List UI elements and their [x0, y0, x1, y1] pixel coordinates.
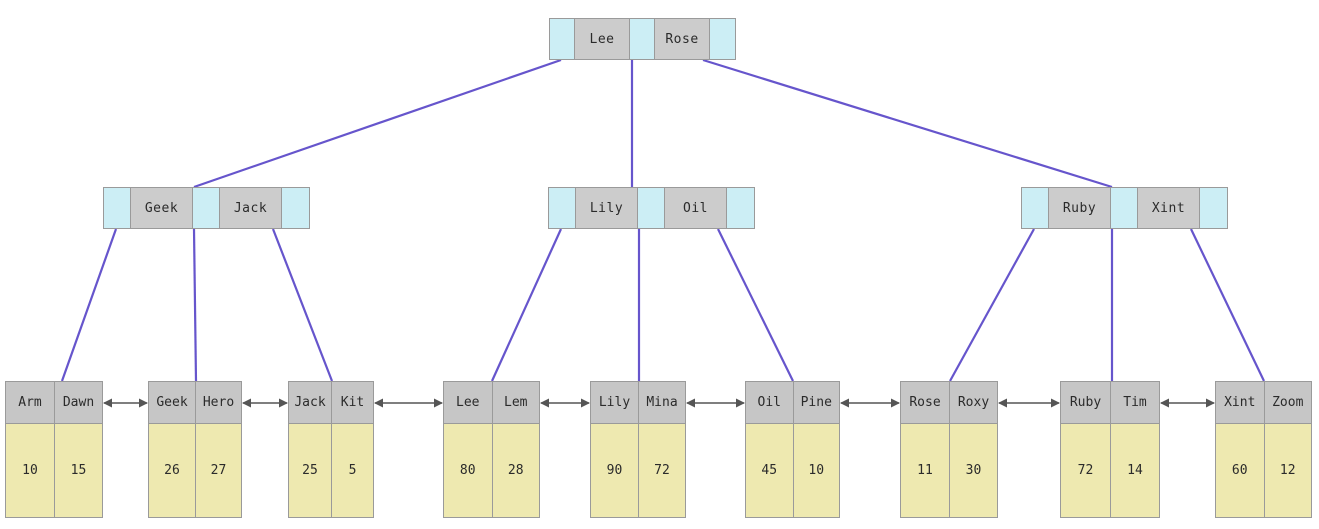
leaf-node-8-key-0: Ruby: [1061, 382, 1110, 424]
root-node-key-0: Lee: [575, 19, 630, 59]
leaf-node-2-key-1: Hero: [196, 382, 241, 424]
leaf-node-2-value-0: 26: [149, 424, 195, 517]
internal-node-1-pointer-2[interactable]: [282, 188, 309, 228]
leaf-node-7-value-0: 11: [901, 424, 949, 517]
internal-node-2-key-1: Oil: [665, 188, 727, 228]
tree-edge-internal-node-3-to-leaf-node-7: [949, 228, 1035, 382]
leaf-node-8-key-1: Tim: [1111, 382, 1159, 424]
leaf-node-3-key-0: Jack: [289, 382, 331, 424]
internal-node-2-pointer-2[interactable]: [727, 188, 754, 228]
leaf-node-6-key-0: Oil: [746, 382, 793, 424]
tree-edge-internal-node-3-to-leaf-node-9: [1190, 228, 1265, 382]
tree-edge-internal-node-2-to-leaf-node-4: [490, 228, 563, 382]
internal-node-2[interactable]: Lily Oil: [548, 187, 755, 229]
internal-node-3-key-0: Ruby: [1049, 188, 1111, 228]
leaf-node-9-value-0: 60: [1216, 424, 1264, 517]
leaf-node-3-value-1: 5: [332, 424, 373, 517]
internal-node-3-pointer-2[interactable]: [1200, 188, 1227, 228]
leaf-node-5-key-0: Lily: [591, 382, 638, 424]
tree-edge-internal-node-2-to-leaf-node-6: [717, 228, 794, 382]
leaf-node-5-value-1: 72: [639, 424, 685, 517]
leaf-node-9-key-1: Zoom: [1264, 382, 1311, 424]
tree-edge-internal-node-1-to-leaf-node-3: [271, 228, 334, 382]
leaf-node-4-value-1: 28: [492, 424, 539, 517]
root-node-key-1: Rose: [655, 19, 710, 59]
root-node-pointer-2[interactable]: [710, 19, 735, 59]
leaf-node-7-key-0: Rose: [901, 382, 949, 424]
leaf-node-1-value-1: 15: [55, 424, 102, 517]
internal-node-1-key-1: Jack: [220, 188, 282, 228]
leaf-node-1-key-0: Arm: [6, 382, 54, 424]
internal-node-3[interactable]: Ruby Xint: [1021, 187, 1228, 229]
internal-node-1-key-0: Geek: [131, 188, 193, 228]
internal-node-2-pointer-0[interactable]: [549, 188, 576, 228]
root-node-pointer-1[interactable]: [630, 19, 655, 59]
leaf-node-9-value-1: 12: [1264, 424, 1311, 517]
tree-edge-internal-node-1-to-leaf-node-1: [60, 228, 118, 382]
internal-node-1-pointer-1[interactable]: [193, 188, 220, 228]
tree-edge-root-node-to-internal-node-1: [193, 58, 562, 189]
leaf-node-1-key-1: Dawn: [55, 382, 102, 424]
internal-node-3-pointer-1[interactable]: [1111, 188, 1138, 228]
internal-node-3-pointer-0[interactable]: [1022, 188, 1049, 228]
leaf-node-8-value-0: 72: [1061, 424, 1110, 517]
leaf-node-7-value-1: 30: [950, 424, 997, 517]
tree-edge-root-node-to-internal-node-3: [702, 58, 1113, 189]
leaf-node-3-value-0: 25: [289, 424, 331, 517]
leaf-node-6-value-0: 45: [746, 424, 793, 517]
internal-node-2-key-0: Lily: [576, 188, 638, 228]
leaf-node-4-key-1: Lem: [492, 382, 539, 424]
internal-node-2-pointer-1[interactable]: [638, 188, 665, 228]
leaf-node-1-value-0: 10: [6, 424, 54, 517]
internal-node-3-key-1: Xint: [1138, 188, 1200, 228]
internal-node-1[interactable]: Geek Jack: [103, 187, 310, 229]
root-node-pointer-0[interactable]: [550, 19, 575, 59]
leaf-node-8-value-1: 14: [1111, 424, 1159, 517]
leaf-node-9-key-0: Xint: [1216, 382, 1264, 424]
leaf-node-7-key-1: Roxy: [950, 382, 997, 424]
leaf-node-5-value-0: 90: [591, 424, 638, 517]
leaf-node-2-value-1: 27: [196, 424, 241, 517]
leaf-node-6-key-1: Pine: [793, 382, 839, 424]
leaf-node-5-key-1: Mina: [639, 382, 685, 424]
leaf-node-2-key-0: Geek: [149, 382, 195, 424]
tree-edge-internal-node-1-to-leaf-node-2: [192, 228, 198, 382]
leaf-node-4-value-0: 80: [444, 424, 492, 517]
leaf-node-6-value-1: 10: [793, 424, 839, 517]
internal-node-1-pointer-0[interactable]: [104, 188, 131, 228]
leaf-node-4-key-0: Lee: [444, 382, 492, 424]
tree-edge-group: [60, 58, 1265, 382]
leaf-node-3-key-1: Kit: [332, 382, 373, 424]
root-node[interactable]: Lee Rose: [549, 18, 736, 60]
